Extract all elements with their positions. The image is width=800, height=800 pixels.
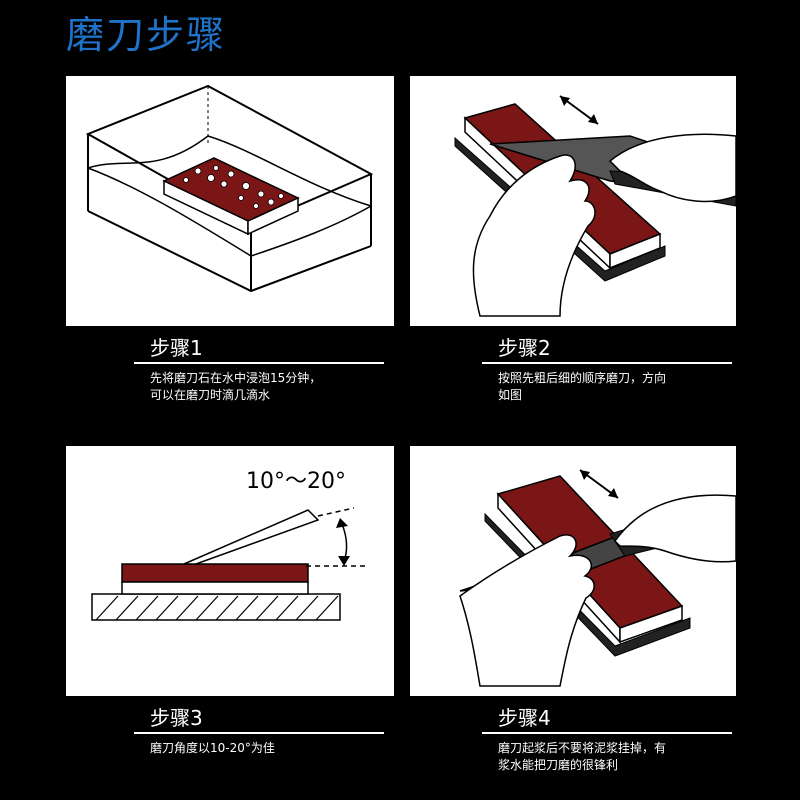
step3-illustration: 10°～20°	[66, 446, 394, 696]
step3-title: 步骤3	[134, 704, 384, 734]
step4-illustration	[410, 446, 736, 696]
step4-title: 步骤4	[482, 704, 732, 734]
step3-caption: 步骤3 磨刀角度以10-20°为佳	[134, 704, 384, 757]
step2-title: 步骤2	[482, 334, 732, 364]
step1-illustration	[66, 76, 394, 326]
step2-caption: 步骤2 按照先粗后细的顺序磨刀，方向如图	[482, 334, 732, 404]
step4-caption: 步骤4 磨刀起浆后不要将泥浆挂掉，有浆水能把刀磨的很锋利	[482, 704, 732, 774]
angle-label: 10°～20°	[246, 469, 346, 494]
step2-desc: 按照先粗后细的顺序磨刀，方向如图	[482, 370, 676, 404]
step1-caption: 步骤1 先将磨刀石在水中浸泡15分钟，可以在磨刀时滴几滴水	[134, 334, 384, 404]
page-title: 磨刀步骤	[66, 4, 226, 59]
step3-desc: 磨刀角度以10-20°为佳	[134, 740, 328, 757]
step1-title: 步骤1	[134, 334, 384, 364]
step4-desc: 磨刀起浆后不要将泥浆挂掉，有浆水能把刀磨的很锋利	[482, 740, 676, 774]
step2-illustration	[410, 76, 736, 326]
step1-desc: 先将磨刀石在水中浸泡15分钟，可以在磨刀时滴几滴水	[134, 370, 328, 404]
